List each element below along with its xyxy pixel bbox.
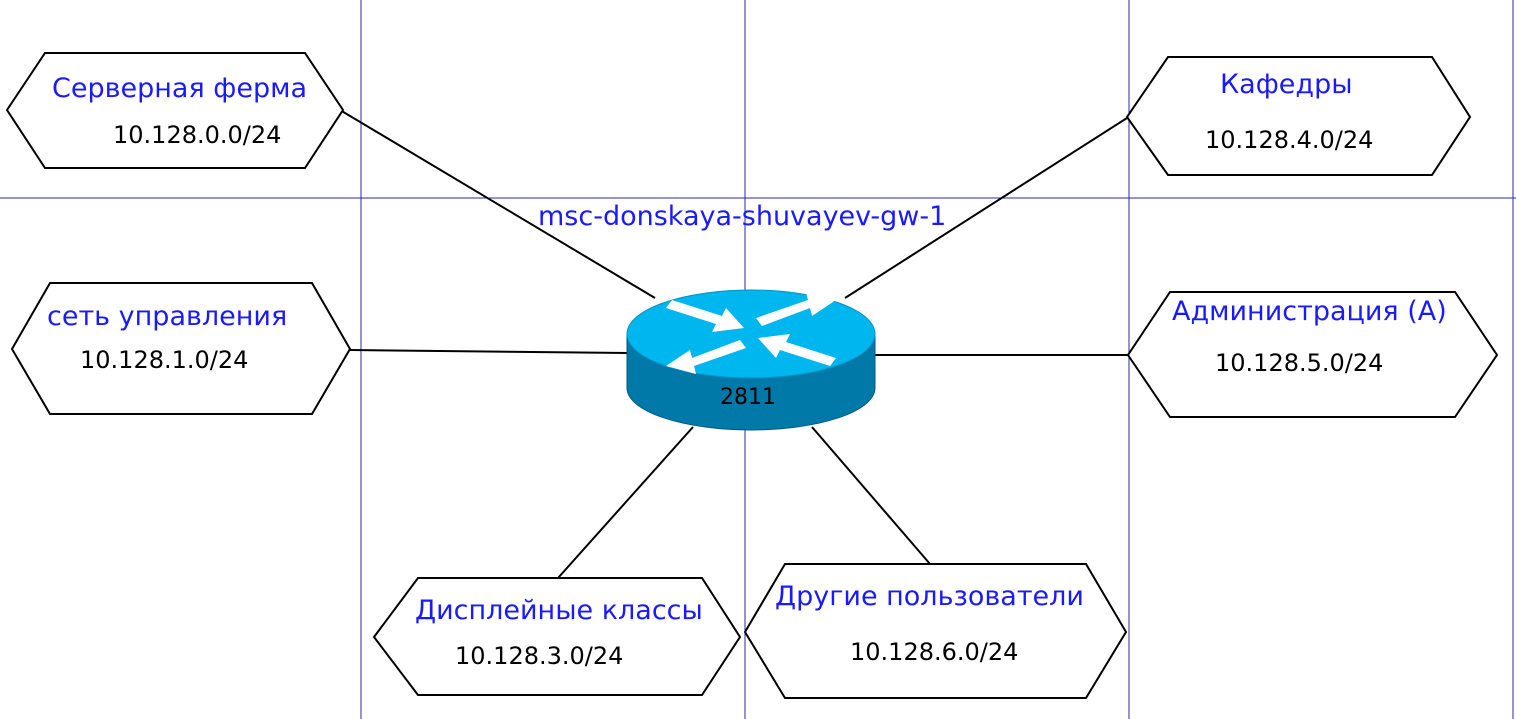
router-model: 2811	[720, 385, 776, 410]
router-arrows	[666, 292, 836, 374]
network-hexagon	[743, 563, 1128, 699]
network-subnet: 10.128.0.0/24	[113, 121, 281, 149]
network-name: Администрация (А)	[1172, 296, 1447, 327]
network-hexagon	[372, 577, 742, 696]
network-hexagon	[5, 52, 345, 169]
network-subnet: 10.128.1.0/24	[80, 346, 248, 374]
link-other-users	[811, 426, 931, 565]
router-icon	[626, 289, 876, 431]
network-subnet: 10.128.3.0/24	[455, 642, 623, 670]
network-hexagon	[1126, 291, 1499, 418]
network-subnet: 10.128.5.0/24	[1215, 349, 1383, 377]
network-management[interactable]: сеть управления 10.128.1.0/24	[10, 282, 352, 415]
network-subnet: 10.128.6.0/24	[850, 638, 1018, 666]
link-server-farm	[339, 109, 656, 299]
network-hexagon	[1125, 56, 1472, 176]
link-management	[349, 349, 629, 354]
network-name: Серверная ферма	[52, 73, 307, 104]
network-name: Кафедры	[1220, 69, 1353, 100]
network-administration[interactable]: Администрация (А) 10.128.5.0/24	[1126, 291, 1499, 418]
router-top	[626, 289, 876, 379]
network-subnet: 10.128.4.0/24	[1205, 126, 1373, 154]
network-other-users[interactable]: Другие пользователи 10.128.6.0/24	[743, 563, 1128, 699]
router[interactable]: msc-donskaya-shuvayev-gw-1 2811	[538, 201, 946, 431]
network-departments[interactable]: Кафедры 10.128.4.0/24	[1125, 56, 1472, 176]
link-departments	[844, 117, 1128, 299]
network-display-classes[interactable]: Дисплейные классы 10.128.3.0/24	[372, 577, 742, 696]
link-display-classes	[557, 426, 694, 579]
network-name: Другие пользователи	[775, 581, 1084, 612]
network-server-farm[interactable]: Серверная ферма 10.128.0.0/24	[5, 52, 345, 169]
network-hexagon	[10, 282, 352, 415]
router-hostname: msc-donskaya-shuvayev-gw-1	[538, 201, 946, 232]
network-name: Дисплейные классы	[415, 595, 703, 626]
links	[339, 109, 1128, 579]
network-name: сеть управления	[47, 301, 287, 332]
